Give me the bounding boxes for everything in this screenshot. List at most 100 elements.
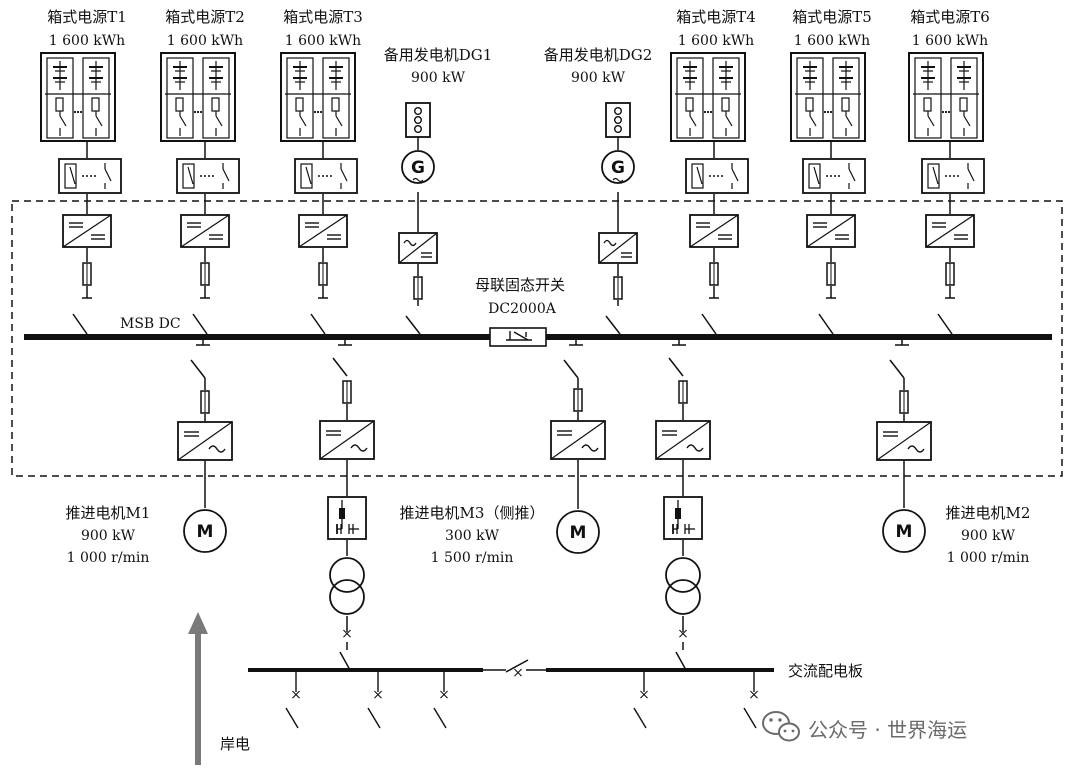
- dcdc-converter-t6: [925, 214, 975, 248]
- breaker-m3: [563, 359, 579, 379]
- generator-branch-dg1: G: [398, 102, 438, 335]
- dcdc-converter-t4: [689, 214, 739, 248]
- combiner-box-t2: [176, 158, 240, 194]
- ac-board-label: 交流配电板: [788, 662, 863, 680]
- generator-power-dg1: 900 kW: [411, 70, 466, 86]
- svg-text:×: ×: [748, 687, 760, 703]
- dc-bus-label: MSB DC: [120, 316, 181, 332]
- watermark-text: 公众号 · 世界海运: [808, 718, 967, 742]
- generator-power-dg2: 900 kW: [571, 70, 626, 86]
- motor-branch-m1: M 推进电机M1 900 kW 1 000 r/min: [66, 340, 233, 566]
- svg-text:×: ×: [512, 665, 524, 681]
- battery-capacity-t6: 1 600 kWh: [912, 33, 988, 49]
- motor-power-m2: 900 kW: [961, 528, 1016, 544]
- rectifier-dg1: [398, 232, 438, 264]
- dcdc-converter-t2: [180, 214, 230, 248]
- svg-text:×: ×: [341, 626, 353, 642]
- battery-branch-t4: [670, 52, 749, 335]
- breaker-dg1: [405, 315, 421, 335]
- breaker-t6: [937, 313, 953, 335]
- fuse-ac2: [678, 380, 688, 404]
- breaker-t5: [818, 313, 834, 335]
- combiner-box-t4: [685, 158, 749, 194]
- inverter-ac2: [655, 420, 711, 460]
- battery-label-t1: 箱式电源T1 1 600 kWh: [47, 8, 127, 49]
- breaker-ac1-low: [339, 651, 351, 671]
- motor-power-m3: 300 kW: [445, 528, 500, 544]
- ac-branch-2: ×: [655, 340, 711, 671]
- filter-ac2: [663, 496, 703, 540]
- battery-branch-t5: [790, 52, 866, 335]
- svg-text:×: ×: [290, 687, 302, 703]
- battery-name-t1: 箱式电源T1: [47, 8, 127, 26]
- transformer-ac2: [665, 557, 701, 615]
- motor-name-m3: 推进电机M3（侧推）: [400, 504, 545, 522]
- fuse-m2: [899, 390, 909, 414]
- fuse-t3: [318, 262, 328, 286]
- battery-name-t4: 箱式电源T4: [676, 8, 756, 26]
- battery-label-t4: 箱式电源T4 1 600 kWh: [676, 8, 756, 49]
- tie-switch: 母联固态开关 DC2000A: [475, 276, 565, 347]
- dcdc-converter-t5: [806, 214, 856, 248]
- breaker-m2: [889, 359, 905, 379]
- dcdc-converter-t1: [62, 214, 112, 248]
- battery-name-t5: 箱式电源T5: [792, 8, 872, 26]
- battery-container-t2: [160, 52, 236, 142]
- dcdc-converter-t3: [298, 214, 348, 248]
- motor-speed-m1: 1 000 r/min: [67, 550, 150, 566]
- transformer-ac1: [329, 557, 365, 615]
- battery-name-t2: 箱式电源T2: [165, 8, 245, 26]
- ac-branch-1: ×: [319, 340, 375, 671]
- fuse-dg1: [413, 276, 423, 300]
- filter-ac1: [327, 496, 367, 540]
- svg-text:×: ×: [372, 687, 384, 703]
- combiner-box-t3: [294, 158, 358, 194]
- ac-bus-tie-switch: [505, 659, 529, 673]
- battery-capacity-t2: 1 600 kWh: [167, 33, 243, 49]
- battery-container-t3: [280, 52, 356, 142]
- shore-power-label: 岸电: [220, 735, 250, 753]
- tie-switch-rating: DC2000A: [488, 301, 557, 317]
- breaker-t3: [310, 313, 326, 335]
- combiner-box-t1: [58, 158, 122, 194]
- ac-feeder-3: [433, 707, 447, 729]
- battery-capacity-t4: 1 600 kWh: [678, 33, 754, 49]
- battery-capacity-t3: 1 600 kWh: [285, 33, 361, 49]
- breaker-ac2-low: [675, 651, 687, 671]
- converter-cabinet-boundary: [11, 200, 1063, 477]
- fuse-dg2: [613, 276, 623, 300]
- battery-name-t3: 箱式电源T3: [283, 8, 363, 26]
- fuse-t2: [200, 262, 210, 286]
- fuse-t1: [82, 262, 92, 286]
- motor-symbol-m1: M: [197, 522, 214, 542]
- combiner-box-t5: [802, 158, 866, 194]
- combiner-box-t6: [921, 158, 985, 194]
- battery-name-t6: 箱式电源T6: [910, 8, 990, 26]
- breaker-ac2: [668, 357, 684, 377]
- battery-container-t4: [670, 52, 746, 142]
- generator-symbol-dg2: G: [611, 158, 625, 178]
- fuse-t5: [826, 262, 836, 286]
- battery-branch-t3: [280, 52, 358, 335]
- motor-branch-m2: M 推进电机M2 900 kW 1 000 r/min: [876, 340, 1030, 566]
- battery-container-t6: [908, 52, 984, 142]
- breaker-t4: [701, 313, 717, 335]
- fuse-ac1: [342, 380, 352, 404]
- ac-feeder-2: [367, 707, 381, 729]
- arrow-up-icon: [188, 612, 208, 634]
- fuse-m3: [573, 388, 583, 412]
- breaker-dg2: [605, 315, 621, 335]
- inverter-m1: [177, 421, 233, 461]
- generator-branch-dg2: G: [598, 102, 638, 335]
- motor-speed-m3: 1 500 r/min: [431, 550, 514, 566]
- breaker-t1: [72, 313, 88, 335]
- motor-power-m1: 900 kW: [81, 528, 136, 544]
- inverter-m3: [550, 420, 606, 460]
- watermark: 公众号 · 世界海运: [762, 711, 967, 742]
- generator-name-dg1: 备用发电机DG1: [384, 46, 493, 64]
- ac-feeder-1: [285, 707, 299, 729]
- wechat-icon: [762, 711, 800, 742]
- svg-text:×: ×: [638, 687, 650, 703]
- rectifier-dg2: [598, 232, 638, 264]
